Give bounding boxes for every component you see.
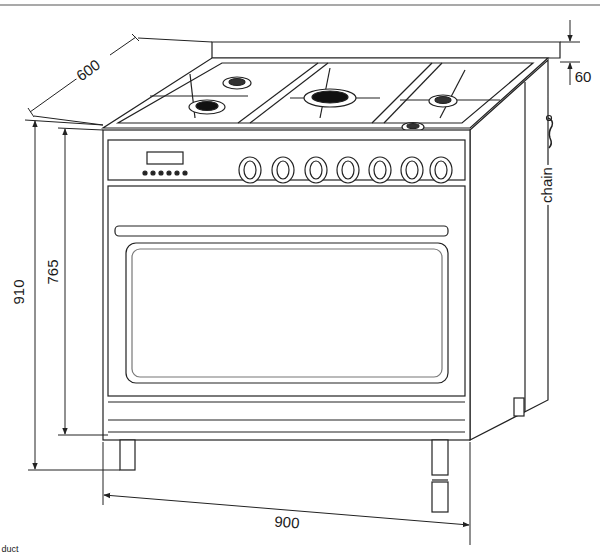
dimension-label: 60: [573, 68, 594, 85]
dimension-label: 900: [272, 512, 302, 531]
part-label: chain: [538, 165, 555, 205]
dimension-label: 765: [44, 257, 61, 286]
dimension-label: 600: [71, 55, 105, 86]
dimension-lines: [25, 20, 580, 545]
dimension-label: 910: [10, 277, 27, 306]
cooker-outline: [0, 5, 600, 512]
note-text: duct: [1, 545, 18, 554]
